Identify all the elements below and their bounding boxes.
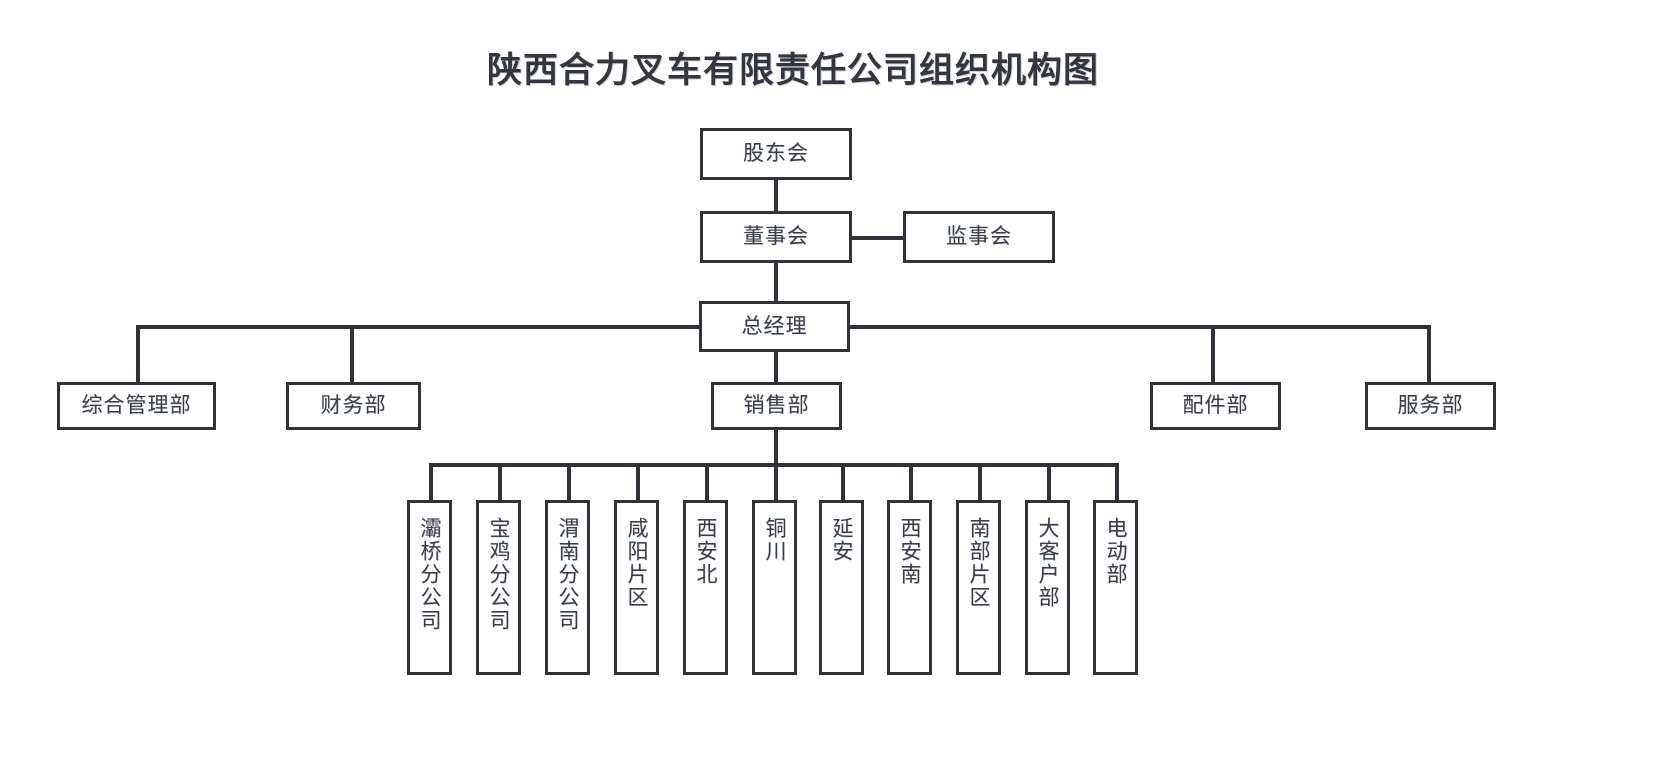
node-unit-electric-label: 电动部 [1103, 517, 1128, 586]
node-unit-xian-north-label: 西安北 [693, 517, 718, 586]
node-unit-key-accounts[interactable]: 大客户部 [1025, 500, 1070, 675]
node-general-manager-label: 总经理 [741, 313, 808, 338]
node-dept-finance-label: 财务部 [320, 393, 387, 418]
node-unit-xian-south[interactable]: 西安南 [887, 500, 932, 675]
node-unit-southern-area-label: 南部片区 [966, 517, 991, 609]
node-dept-sales[interactable]: 销售部 [711, 382, 842, 430]
connector-drop-unit-11 [1115, 463, 1119, 501]
connector-sales-to-bus [774, 429, 778, 465]
node-unit-xianyang-area[interactable]: 咸阳片区 [614, 500, 659, 675]
node-unit-weinan-branch[interactable]: 渭南分公司 [545, 500, 590, 675]
connector-drop-dept-3 [774, 351, 778, 383]
connector-drop-dept-1 [136, 325, 140, 383]
node-dept-general-management-label: 综合管理部 [81, 393, 192, 418]
connector-drop-unit-1 [429, 463, 433, 501]
connector-board-to-gm [774, 261, 778, 304]
node-dept-sales-label: 销售部 [743, 393, 810, 418]
node-board-of-directors[interactable]: 董事会 [700, 211, 852, 263]
node-unit-xian-south-label: 西安南 [897, 517, 922, 586]
node-dept-parts[interactable]: 配件部 [1150, 382, 1281, 430]
node-shareholders[interactable]: 股东会 [700, 128, 852, 180]
connector-board-to-supervisors [850, 236, 905, 240]
node-unit-baqiao-branch[interactable]: 灞桥分公司 [407, 500, 452, 675]
node-board-of-supervisors[interactable]: 监事会 [903, 211, 1055, 263]
node-unit-yanan-label: 延安 [829, 517, 854, 563]
page-title: 陕西合力叉车有限责任公司组织机构图 [486, 51, 1099, 90]
node-dept-service-label: 服务部 [1397, 393, 1464, 418]
connector-drop-dept-2 [350, 325, 354, 383]
node-unit-tongchuan[interactable]: 铜川 [752, 500, 797, 675]
node-unit-baoji-branch[interactable]: 宝鸡分公司 [476, 500, 521, 675]
node-shareholders-label: 股东会 [743, 141, 809, 166]
connector-drop-unit-3 [567, 463, 571, 501]
connector-shareholders-to-board [774, 178, 778, 214]
connector-drop-unit-5 [705, 463, 709, 501]
node-unit-baqiao-branch-label: 灞桥分公司 [417, 517, 442, 632]
connector-drop-unit-2 [498, 463, 502, 501]
connector-drop-dept-5 [1427, 325, 1431, 383]
node-unit-key-accounts-label: 大客户部 [1035, 517, 1060, 609]
connector-gm-bus-right [849, 325, 1431, 329]
node-dept-service[interactable]: 服务部 [1365, 382, 1496, 430]
node-unit-tongchuan-label: 铜川 [762, 517, 787, 563]
connector-sales-bus [429, 463, 1117, 467]
connector-drop-unit-4 [636, 463, 640, 501]
connector-drop-unit-10 [1047, 463, 1051, 501]
connector-drop-unit-7 [841, 463, 845, 501]
connector-drop-unit-6 [774, 463, 778, 501]
node-dept-finance[interactable]: 财务部 [286, 382, 421, 430]
node-unit-yanan[interactable]: 延安 [819, 500, 864, 675]
node-unit-baoji-branch-label: 宝鸡分公司 [486, 517, 511, 632]
node-unit-southern-area[interactable]: 南部片区 [956, 500, 1001, 675]
node-unit-weinan-branch-label: 渭南分公司 [555, 517, 580, 632]
node-board-of-supervisors-label: 监事会 [946, 224, 1012, 249]
node-unit-electric[interactable]: 电动部 [1093, 500, 1138, 675]
connector-drop-dept-4 [1211, 325, 1215, 383]
node-unit-xianyang-area-label: 咸阳片区 [624, 517, 649, 609]
node-unit-xian-north[interactable]: 西安北 [683, 500, 728, 675]
connector-drop-unit-9 [978, 463, 982, 501]
node-dept-general-management[interactable]: 综合管理部 [57, 382, 216, 430]
node-board-of-directors-label: 董事会 [743, 224, 809, 249]
node-general-manager[interactable]: 总经理 [699, 301, 850, 352]
node-dept-parts-label: 配件部 [1182, 393, 1249, 418]
connector-drop-unit-8 [909, 463, 913, 501]
connector-gm-bus-left [136, 325, 702, 329]
